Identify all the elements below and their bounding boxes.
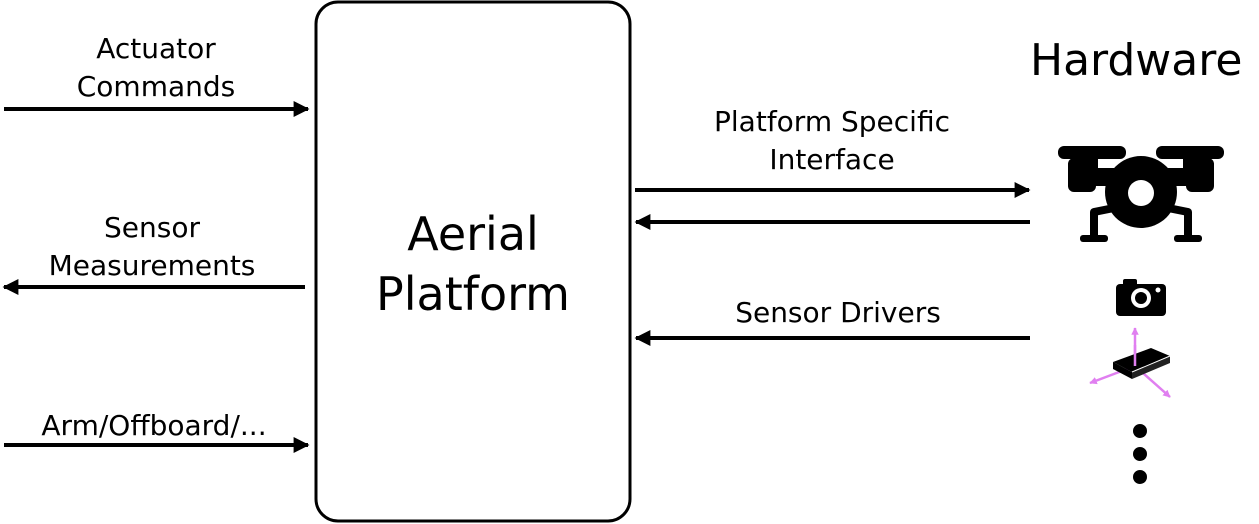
platform-interface-label: Platform Specific Interface: [632, 103, 1032, 179]
sensor-measurements-line1: Sensor: [104, 211, 200, 244]
sensor-measurements-label: Sensor Measurements: [2, 209, 302, 285]
arm-offboard-label: Arm/Offboard/...: [4, 407, 304, 445]
sensor-measurements-line2: Measurements: [48, 249, 256, 282]
aerial-platform-line1: Aerial: [407, 207, 539, 261]
drone-icon: [1058, 146, 1224, 242]
sensor-drivers-label: Sensor Drivers: [638, 294, 1038, 332]
hardware-title: Hardware: [1030, 35, 1259, 86]
aerial-platform-box: [314, 0, 632, 523]
actuator-commands-line1: Actuator: [96, 32, 216, 65]
platform-interface-line1: Platform Specific: [714, 105, 950, 138]
aerial-platform-label: Aerial Platform: [316, 204, 630, 324]
arm-offboard-text: Arm/Offboard/...: [41, 409, 267, 442]
camera-icon: [1116, 279, 1166, 316]
ellipsis-icon: [1133, 424, 1147, 484]
imu-icon: [1089, 327, 1171, 398]
sensor-drivers-text: Sensor Drivers: [735, 296, 941, 329]
platform-interface-line2: Interface: [769, 143, 895, 176]
hardware-title-text: Hardware: [1030, 35, 1243, 86]
actuator-commands-line2: Commands: [76, 70, 236, 103]
actuator-commands-label: Actuator Commands: [6, 30, 306, 106]
aerial-platform-line2: Platform: [376, 267, 570, 321]
